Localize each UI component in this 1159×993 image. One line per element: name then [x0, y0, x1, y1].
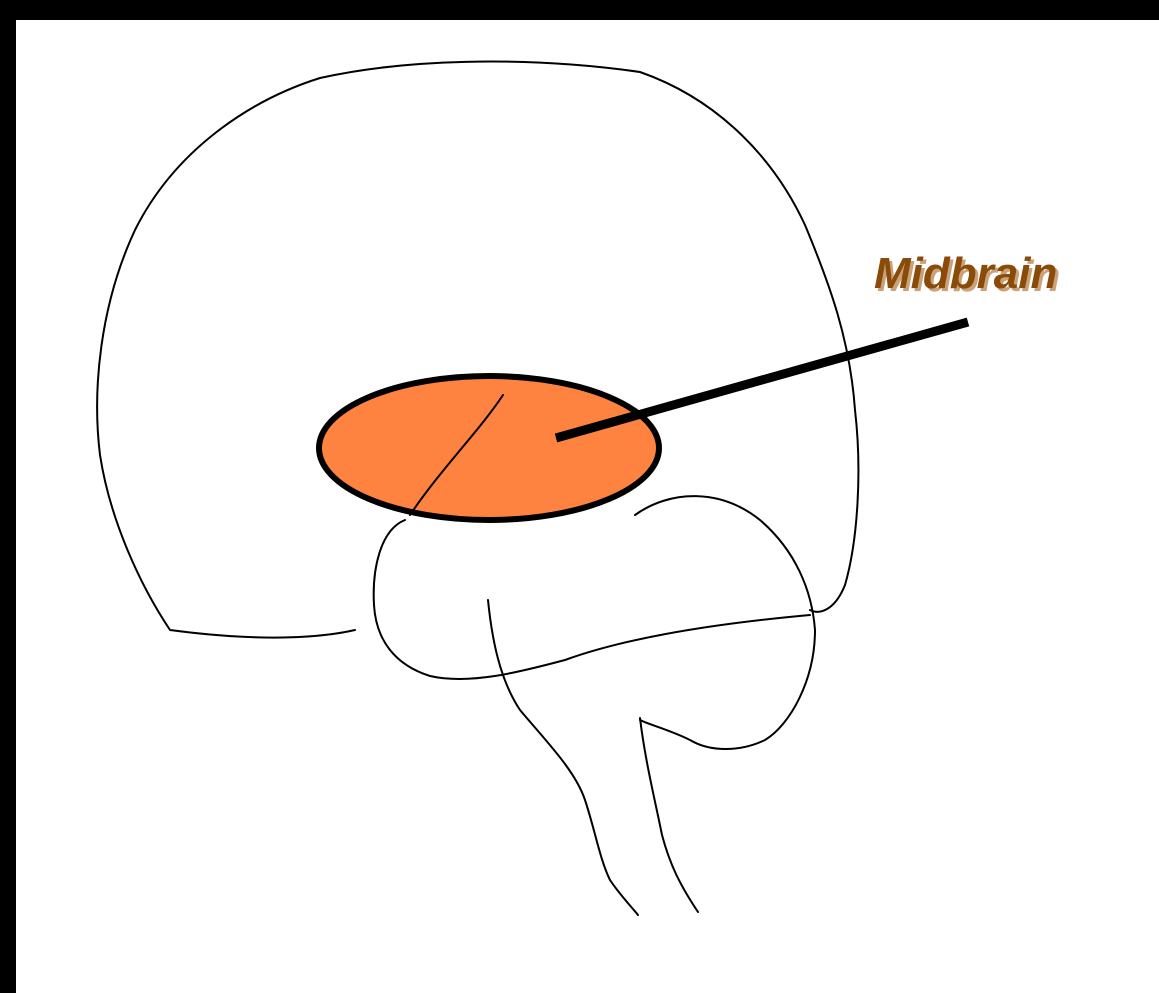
spinal-cord-left-edge: [488, 600, 638, 915]
cerebrum-outline: [97, 62, 858, 638]
midbrain-pointer-line: [556, 322, 968, 438]
midbrain-region: [319, 376, 659, 520]
midbrain-label: Midbrain: [874, 249, 1057, 298]
cerebellum-outline: [635, 496, 815, 749]
brainstem-outline: [374, 520, 810, 679]
spinal-cord-right-edge: [640, 718, 698, 912]
